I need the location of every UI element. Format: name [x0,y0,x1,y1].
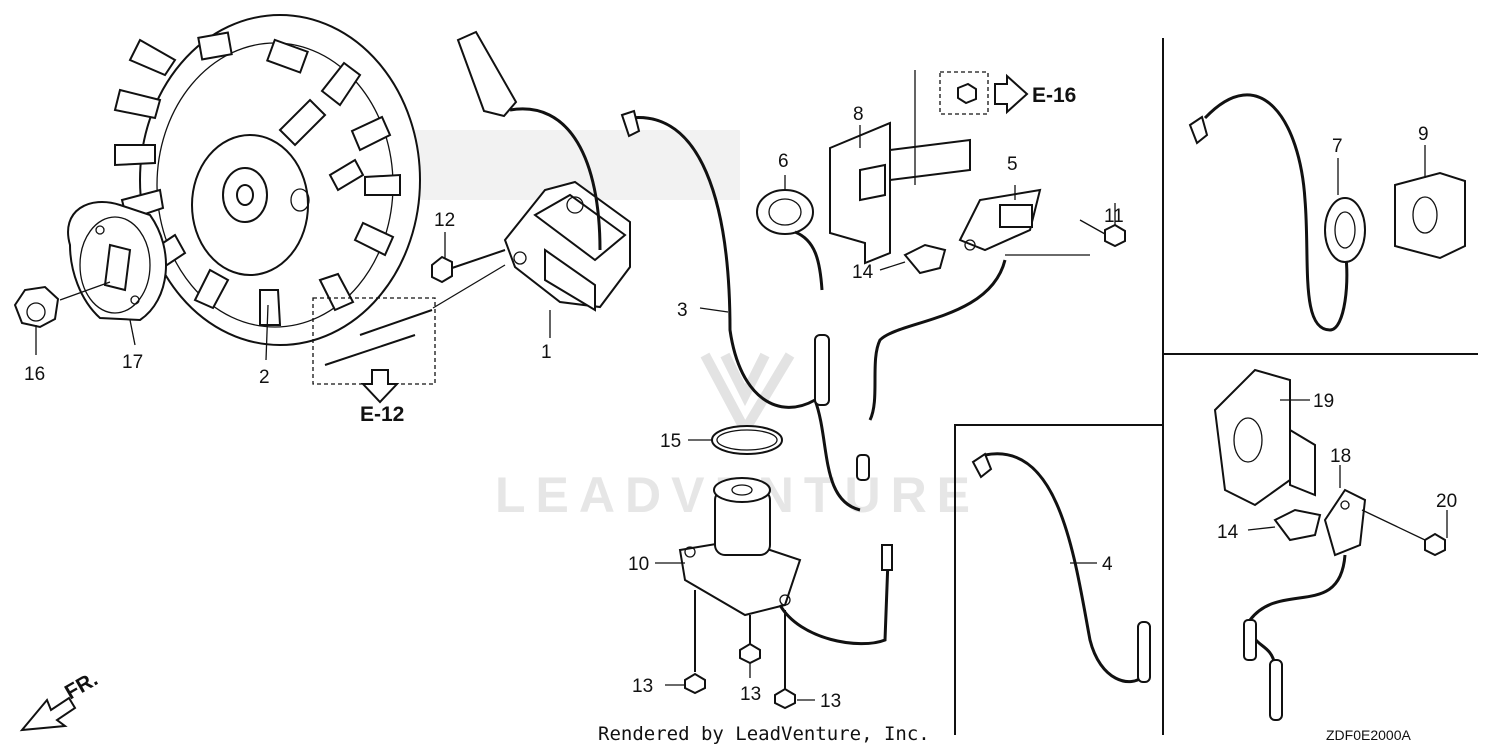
panel-dividers [954,38,1478,735]
callout-4: 4 [1102,554,1113,575]
callout-13c: 13 [820,691,841,712]
callout-6: 6 [778,151,789,172]
switch-bracket [829,70,971,265]
flywheel [113,14,421,346]
ignition-coil [503,180,631,338]
panel-7-9 [1188,93,1466,332]
leaders-left [35,281,269,361]
callout-12: 12 [434,210,455,231]
ref-e16: E-16 [1032,84,1076,107]
stud-bolts [312,264,506,404]
e16-bolt [939,71,1029,115]
oil-sensor-6 [756,175,824,291]
panel-18-20 [1213,368,1448,721]
callout-18: 18 [1330,446,1351,467]
spark-plug-cap [456,30,602,251]
callout-16: 16 [24,364,45,385]
ref-e12: E-12 [360,403,404,426]
wire-clip-14a [879,243,947,275]
callout-11: 11 [1104,206,1124,227]
callout-10: 10 [628,554,649,575]
callout-14a: 14 [852,262,874,283]
diagram-code: ZDF0E2000A [1326,727,1411,743]
switch-unit [868,185,1042,421]
callout-17: 17 [122,352,143,373]
bolt-13b [739,615,761,678]
callout-13b: 13 [740,684,761,705]
bolt-13c [774,610,815,710]
watermark-logo [700,352,795,441]
callout-20: 20 [1436,491,1457,512]
center-connector [814,334,870,481]
flange-nut [13,285,60,329]
callout-19: 19 [1313,391,1334,412]
bolt-13a [665,590,706,695]
ground-wire [620,109,861,512]
callout-9: 9 [1418,124,1429,145]
o-ring [688,425,783,455]
starter-pulley [67,200,167,322]
credit-text: Rendered by LeadVenture, Inc. [598,723,930,745]
callout-labels: 1 2 3 4 5 6 7 8 9 10 11 12 13 13 13 14 1… [24,104,1457,712]
callout-1: 1 [541,342,552,363]
front-direction-arrow [19,696,77,732]
bolt-12 [431,232,506,284]
oil-level-switch [655,477,893,646]
callout-3: 3 [677,300,688,321]
callout-8: 8 [853,104,864,125]
callout-15: 15 [660,431,681,452]
callout-5: 5 [1007,154,1018,175]
callout-13a: 13 [632,676,653,697]
callout-7: 7 [1332,136,1343,157]
callout-14b: 14 [1217,522,1239,543]
callout-2: 2 [259,367,270,388]
bolt-11 [1005,203,1126,256]
panel-4-wire [971,452,1151,684]
